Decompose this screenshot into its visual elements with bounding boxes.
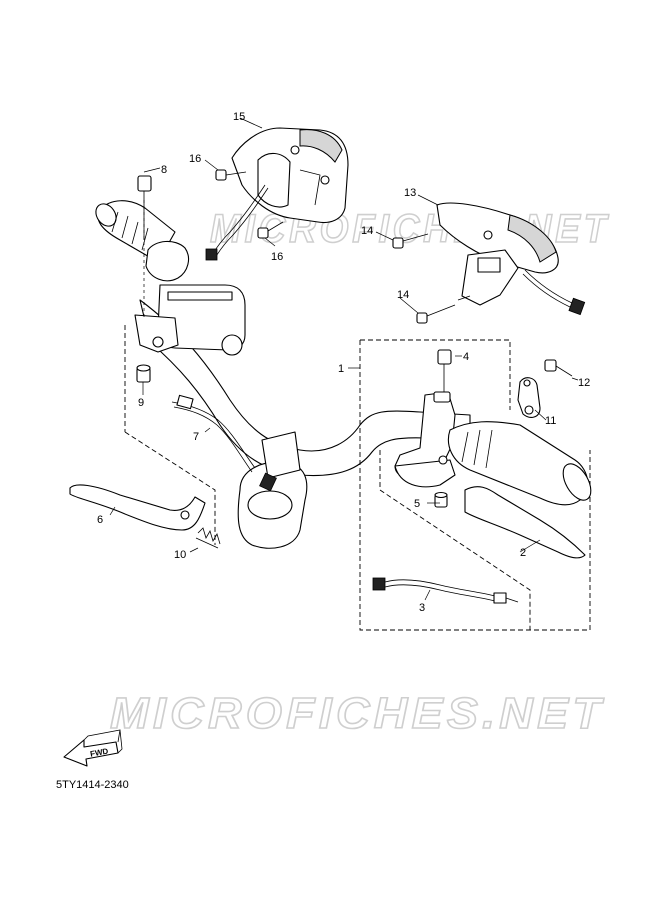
watermark-bottom: MICROFICHES.NET bbox=[110, 689, 605, 738]
cable-7 bbox=[171, 394, 277, 492]
callout-2: 2 bbox=[520, 547, 526, 559]
callout-15: 15 bbox=[233, 111, 245, 123]
diagram-code: 5TY1414-2340 bbox=[56, 779, 129, 791]
screw-16-lower bbox=[257, 221, 284, 239]
master-cylinder bbox=[134, 284, 246, 356]
callout-14-lower: 14 bbox=[397, 289, 409, 301]
callout-16-upper: 16 bbox=[189, 153, 201, 165]
callout-3: 3 bbox=[419, 602, 425, 614]
fwd-label: FWD bbox=[89, 747, 109, 759]
right-grip bbox=[447, 421, 592, 506]
screw-14-lower bbox=[416, 304, 456, 324]
fwd-arrow-icon: FWD bbox=[63, 729, 123, 767]
lever-6 bbox=[69, 484, 206, 531]
nut-9 bbox=[136, 364, 151, 383]
bolt-8 bbox=[137, 175, 152, 320]
callout-6: 6 bbox=[97, 514, 103, 526]
callout-10: 10 bbox=[174, 549, 186, 561]
bolt-4 bbox=[437, 349, 452, 392]
left-assembly-bracket bbox=[124, 325, 216, 545]
bolt-12 bbox=[544, 359, 573, 377]
spring-10 bbox=[195, 527, 221, 549]
callout-11: 11 bbox=[545, 415, 556, 427]
callout-4: 4 bbox=[463, 351, 469, 363]
callout-16-lower: 16 bbox=[271, 251, 283, 263]
right-lever-bracket bbox=[394, 391, 456, 488]
nut-5 bbox=[434, 491, 448, 508]
right-assembly-box bbox=[359, 339, 591, 631]
switch-housing-15 bbox=[205, 127, 349, 261]
callout-9: 9 bbox=[138, 397, 144, 409]
lever-2 bbox=[464, 486, 586, 559]
clamp-11 bbox=[517, 377, 541, 418]
callout-14-upper: 14 bbox=[361, 225, 373, 237]
screw-16-upper bbox=[215, 169, 247, 181]
callout-12: 12 bbox=[578, 377, 590, 389]
callout-13: 13 bbox=[404, 187, 416, 199]
callouts: 1 2 3 4 5 6 7 8 9 10 11 12 13 14 14 15 1… bbox=[97, 111, 590, 614]
callout-1: 1 bbox=[338, 363, 344, 375]
right-assembly-box-inner bbox=[379, 450, 531, 630]
cable-3 bbox=[372, 577, 519, 604]
callout-5: 5 bbox=[414, 498, 420, 510]
leader-lines bbox=[109, 117, 579, 601]
switch-housing-13 bbox=[436, 202, 586, 316]
screw-14-upper bbox=[392, 233, 429, 249]
callout-7: 7 bbox=[193, 431, 199, 443]
left-grip bbox=[95, 200, 190, 282]
callout-8: 8 bbox=[161, 164, 167, 176]
handlebar bbox=[139, 299, 471, 549]
